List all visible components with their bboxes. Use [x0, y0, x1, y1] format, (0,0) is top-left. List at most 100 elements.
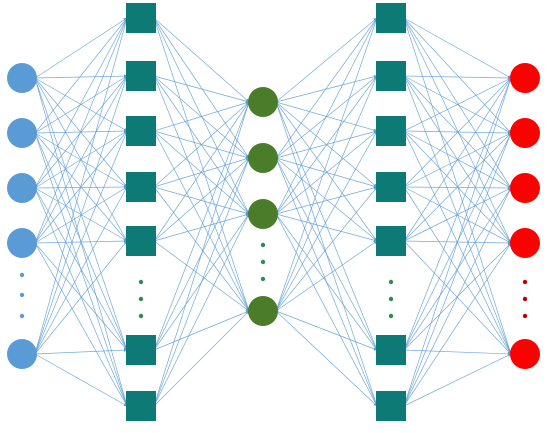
decoder-hidden-layer-node-2 — [376, 116, 406, 146]
input-layer-ellipsis-dot-1 — [19, 292, 25, 298]
edge-input-layer-4-to-encoder-hidden-layer-1 — [34, 75, 128, 355]
edge-bottleneck-layer-3-to-decoder-hidden-layer-2 — [275, 130, 378, 312]
edge-input-layer-3-to-encoder-hidden-layer-5 — [34, 242, 128, 351]
encoder-hidden-layer-node-3 — [126, 172, 156, 202]
edge-input-layer-0-to-encoder-hidden-layer-0 — [34, 17, 128, 79]
output-layer-ellipsis-dot-1 — [522, 296, 528, 302]
input-layer-node-3 — [7, 228, 37, 258]
edge-bottleneck-layer-3-to-decoder-hidden-layer-6 — [275, 310, 378, 407]
edge-encoder-hidden-layer-6-to-bottleneck-layer-0 — [153, 101, 250, 407]
edge-decoder-hidden-layer-3-to-output-layer-2 — [403, 186, 512, 190]
encoder-hidden-layer-node-6 — [126, 391, 156, 421]
output-layer-node-2 — [510, 173, 540, 203]
edge-encoder-hidden-layer-4-to-bottleneck-layer-1 — [153, 157, 250, 242]
output-layer-node-0 — [510, 63, 540, 93]
output-layer-node-1 — [510, 118, 540, 148]
edge-input-layer-4-to-encoder-hidden-layer-6 — [34, 353, 128, 407]
edge-bottleneck-layer-0-to-decoder-hidden-layer-0 — [275, 17, 378, 103]
layer-ellipses — [19, 242, 528, 319]
edge-input-layer-0-to-encoder-hidden-layer-1 — [34, 74, 128, 79]
decoder-hidden-layer-node-5 — [376, 335, 406, 365]
bottleneck-layer-ellipsis-dot-0 — [260, 242, 266, 248]
edge-bottleneck-layer-3-to-decoder-hidden-layer-4 — [275, 240, 378, 312]
edge-bottleneck-layer-2-to-decoder-hidden-layer-2 — [275, 130, 378, 215]
edge-decoder-hidden-layer-3-to-output-layer-0 — [403, 77, 512, 188]
edge-bottleneck-layer-3-to-decoder-hidden-layer-5 — [275, 310, 378, 351]
edge-encoder-hidden-layer-4-to-bottleneck-layer-2 — [153, 213, 250, 242]
edge-input-layer-3-to-encoder-hidden-layer-6 — [34, 242, 128, 407]
edge-decoder-hidden-layer-0-to-output-layer-1 — [403, 17, 512, 134]
edge-decoder-hidden-layer-3-to-output-layer-3 — [403, 186, 512, 244]
output-layer-ellipsis-dot-0 — [522, 279, 528, 285]
edge-decoder-hidden-layer-0-to-output-layer-3 — [403, 17, 512, 244]
edge-decoder-hidden-layer-0-to-output-layer-4 — [403, 17, 512, 355]
encoder-hidden-layer-ellipsis-dot-0 — [138, 279, 144, 285]
decoder-hidden-layer-node-0 — [376, 3, 406, 33]
edge-encoder-hidden-layer-3-to-bottleneck-layer-0 — [153, 101, 250, 188]
edge-encoder-hidden-layer-5-to-bottleneck-layer-3 — [153, 310, 250, 351]
edge-bottleneck-layer-2-to-decoder-hidden-layer-5 — [275, 213, 378, 351]
edge-bottleneck-layer-0-to-decoder-hidden-layer-1 — [275, 75, 378, 103]
edge-encoder-hidden-layer-1-to-bottleneck-layer-0 — [153, 75, 250, 103]
edge-encoder-hidden-layer-0-to-bottleneck-layer-0 — [153, 17, 250, 103]
layer-nodes — [7, 3, 540, 421]
edge-bottleneck-layer-3-to-decoder-hidden-layer-3 — [275, 186, 378, 312]
edge-decoder-hidden-layer-6-to-output-layer-1 — [403, 132, 512, 407]
edge-input-layer-3-to-encoder-hidden-layer-0 — [34, 17, 128, 244]
input-layer-ellipsis-dot-0 — [19, 272, 25, 278]
edge-bottleneck-layer-0-to-decoder-hidden-layer-4 — [275, 101, 378, 242]
bottleneck-layer-node-3 — [248, 296, 278, 326]
edge-bottleneck-layer-2-to-decoder-hidden-layer-6 — [275, 213, 378, 407]
edge-decoder-hidden-layer-5-to-output-layer-0 — [403, 77, 512, 351]
edge-input-layer-4-to-encoder-hidden-layer-3 — [34, 186, 128, 355]
decoder-hidden-layer-node-6 — [376, 391, 406, 421]
edge-input-layer-4-to-encoder-hidden-layer-0 — [34, 17, 128, 355]
input-layer-node-1 — [7, 118, 37, 148]
bottleneck-layer-ellipsis-dot-2 — [260, 276, 266, 282]
bottleneck-layer-node-2 — [248, 199, 278, 229]
edge-bottleneck-layer-3-to-decoder-hidden-layer-0 — [275, 17, 378, 312]
edge-encoder-hidden-layer-5-to-bottleneck-layer-0 — [153, 101, 250, 351]
output-layer-ellipsis-dot-2 — [522, 313, 528, 319]
edge-encoder-hidden-layer-0-to-bottleneck-layer-3 — [153, 17, 250, 312]
bottleneck-layer-ellipsis-dot-1 — [260, 259, 266, 265]
decoder-hidden-layer-ellipsis-dot-0 — [388, 279, 394, 285]
edge-input-layer-2-to-encoder-hidden-layer-1 — [34, 75, 128, 189]
bottleneck-layer-node-1 — [248, 143, 278, 173]
edge-input-layer-4-to-encoder-hidden-layer-2 — [34, 130, 128, 355]
edge-input-layer-4-to-encoder-hidden-layer-5 — [34, 348, 128, 355]
edge-bottleneck-layer-2-to-decoder-hidden-layer-1 — [275, 75, 378, 215]
encoder-hidden-layer-node-4 — [126, 226, 156, 256]
decoder-hidden-layer-node-3 — [376, 172, 406, 202]
edge-decoder-hidden-layer-4-to-output-layer-0 — [403, 77, 512, 242]
edge-input-layer-4-to-encoder-hidden-layer-4 — [34, 240, 128, 355]
encoder-hidden-layer-ellipsis-dot-2 — [138, 313, 144, 319]
decoder-hidden-layer-node-1 — [376, 61, 406, 91]
edge-encoder-hidden-layer-1-to-bottleneck-layer-2 — [153, 75, 250, 215]
edge-input-layer-3-to-encoder-hidden-layer-1 — [34, 75, 128, 244]
input-layer-node-0 — [7, 63, 37, 93]
edge-bottleneck-layer-2-to-decoder-hidden-layer-0 — [275, 17, 378, 215]
encoder-hidden-layer-ellipsis-dot-1 — [138, 296, 144, 302]
edge-input-layer-2-to-encoder-hidden-layer-0 — [34, 17, 128, 189]
input-layer-node-4 — [7, 339, 37, 369]
decoder-hidden-layer-node-4 — [376, 226, 406, 256]
decoder-hidden-layer-ellipsis-dot-1 — [388, 296, 394, 302]
edge-decoder-hidden-layer-2-to-output-layer-0 — [403, 77, 512, 132]
edge-encoder-hidden-layer-6-to-bottleneck-layer-2 — [153, 213, 250, 407]
edge-bottleneck-layer-2-to-decoder-hidden-layer-4 — [275, 213, 378, 242]
edge-decoder-hidden-layer-1-to-output-layer-0 — [403, 75, 512, 80]
connection-edges — [34, 17, 512, 407]
edge-decoder-hidden-layer-6-to-output-layer-2 — [403, 187, 512, 407]
edge-bottleneck-layer-1-to-decoder-hidden-layer-1 — [275, 75, 378, 159]
edge-decoder-hidden-layer-0-to-output-layer-2 — [403, 17, 512, 189]
edge-bottleneck-layer-2-to-decoder-hidden-layer-3 — [275, 186, 378, 215]
decoder-hidden-layer-ellipsis-dot-2 — [388, 313, 394, 319]
edge-bottleneck-layer-1-to-decoder-hidden-layer-5 — [275, 157, 378, 351]
edge-decoder-hidden-layer-4-to-output-layer-1 — [403, 132, 512, 242]
edge-encoder-hidden-layer-3-to-bottleneck-layer-1 — [153, 157, 250, 188]
edge-decoder-hidden-layer-5-to-output-layer-4 — [403, 349, 512, 356]
edge-encoder-hidden-layer-1-to-bottleneck-layer-3 — [153, 75, 250, 312]
encoder-hidden-layer-node-5 — [126, 335, 156, 365]
